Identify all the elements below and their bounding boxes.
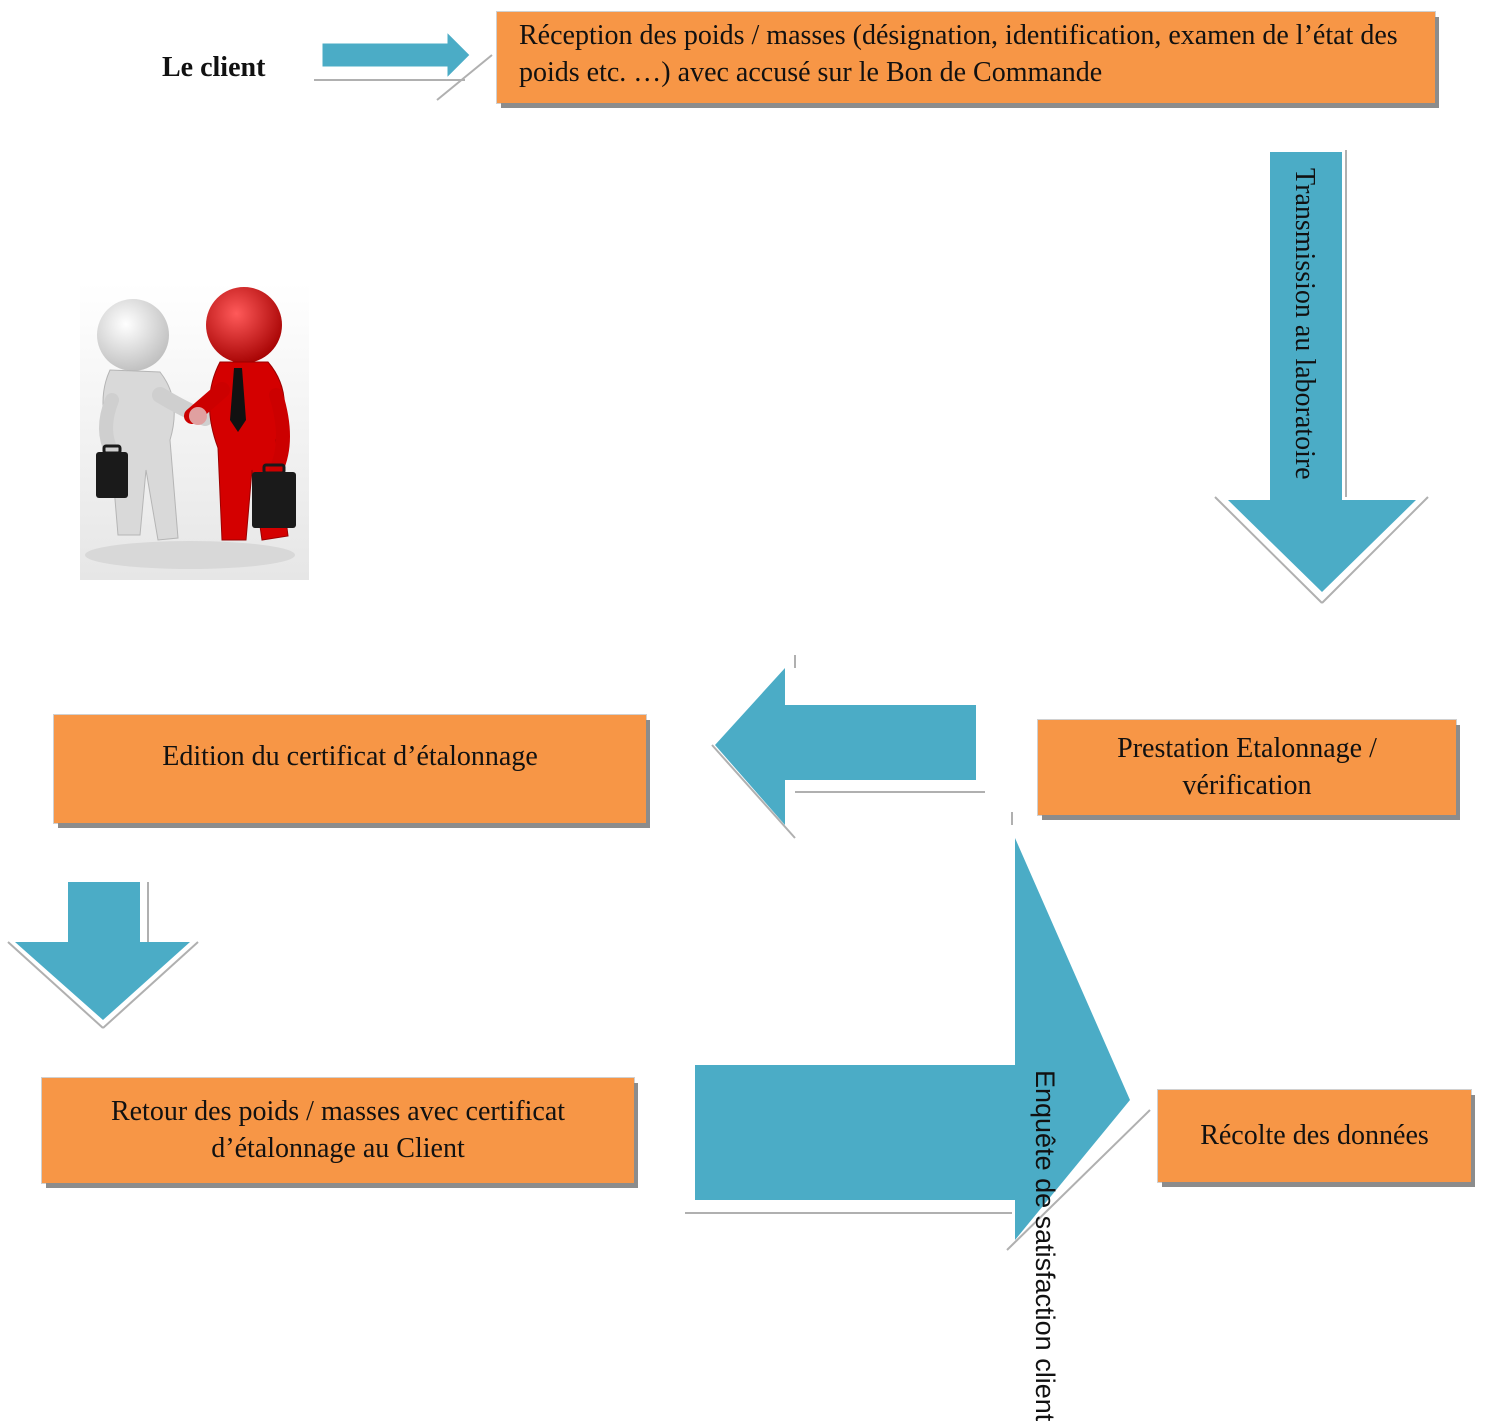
step-retour-box: Retour des poids / masses avec certifica… bbox=[42, 1078, 634, 1183]
step-recolte-box: Récolte des données bbox=[1158, 1090, 1471, 1182]
step-enquete-text: Enquête de satisfaction client bbox=[1030, 1070, 1060, 1421]
arrow-enquete-to-recolte bbox=[685, 812, 1151, 1251]
step-prestation-text: Prestation Etalonnage / vérification bbox=[1117, 732, 1377, 801]
diagram-shapes bbox=[7, 30, 1429, 1251]
step-retour-text: Retour des poids / masses avec certifica… bbox=[110, 1095, 566, 1164]
step-edition-box: Edition du certificat d’étalonnage bbox=[54, 715, 646, 823]
arrow-prestation-to-edition bbox=[711, 655, 985, 839]
step-prestation-box: Prestation Etalonnage / vérification bbox=[1038, 720, 1456, 815]
step-reception-box: Réception des poids / masses (désignatio… bbox=[497, 12, 1435, 103]
arrow-client-to-reception bbox=[314, 30, 493, 101]
arrow-transmission-down bbox=[1214, 150, 1429, 604]
client-label: Le client bbox=[162, 52, 266, 83]
arrow-edition-to-retour bbox=[7, 882, 199, 1029]
handshake-figures-icon bbox=[80, 283, 309, 580]
step-edition-text: Edition du certificat d’étalonnage bbox=[162, 741, 538, 772]
step-transmission-text: Transmission au laboratoire bbox=[1289, 168, 1320, 480]
step-reception-text: Réception des poids / masses (désignatio… bbox=[519, 20, 1398, 88]
step-recolte-text: Récolte des données bbox=[1200, 1119, 1429, 1151]
